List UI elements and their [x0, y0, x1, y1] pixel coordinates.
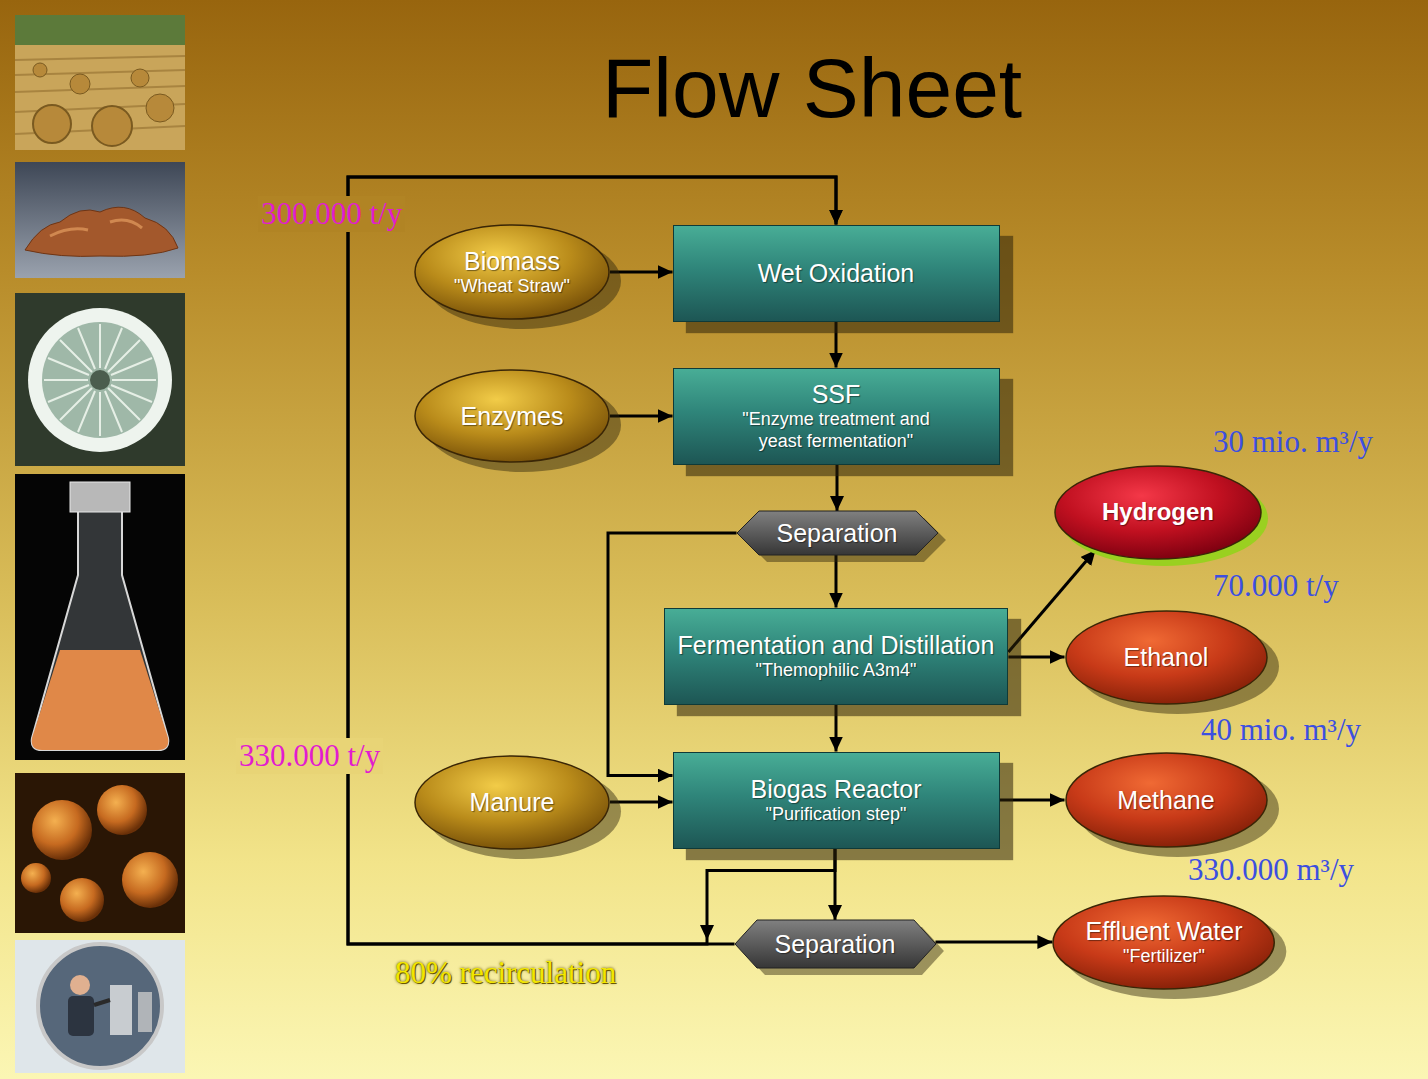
ellipse-fill	[1066, 611, 1267, 704]
flow-arrow	[835, 322, 838, 368]
node-label: Effluent Water	[1085, 916, 1242, 946]
flow-arrow	[834, 555, 837, 608]
process-box: Wet Oxidation	[673, 225, 1000, 322]
process-box: SSF"Enzyme treatment and yeast fermentat…	[673, 368, 1000, 465]
node-label: Separation	[777, 518, 898, 548]
node-subtitle: "Wheat Straw"	[454, 276, 570, 298]
flow-arrow	[834, 705, 837, 752]
node-content: Effluent Water"Fertilizer"	[1085, 916, 1242, 968]
fuel-station-photo	[15, 940, 185, 1073]
ellipse-fill	[415, 756, 609, 849]
process-box: Biogas Reactor"Purification step"	[673, 752, 1000, 849]
node-subtitle: "Themophilic A3m4"	[756, 660, 917, 682]
flow-rate: 330.000 m³/y	[1185, 852, 1357, 888]
product-ellipse: Methane	[1065, 752, 1268, 848]
node-label: Biogas Reactor	[751, 774, 922, 804]
flow-rate: 330.000 t/y	[236, 738, 383, 774]
flow-arrow	[935, 941, 1052, 944]
node-content: Separation	[775, 929, 896, 959]
node-content: Enzymes	[461, 401, 564, 431]
ellipse-fill	[1066, 753, 1267, 847]
flow-arrow	[836, 465, 839, 512]
node-content: SSF"Enzyme treatment and yeast fermentat…	[719, 379, 954, 452]
node-content: Fermentation and Distillation"Themophili…	[678, 630, 995, 682]
node-label: Wet Oxidation	[758, 258, 915, 288]
hexagon-fill	[735, 920, 936, 968]
node-content: Biomass"Wheat Straw"	[454, 246, 570, 298]
ellipse-fill	[1055, 466, 1261, 559]
node-content: Ethanol	[1124, 642, 1209, 672]
node-content: Manure	[470, 787, 555, 817]
node-content: Biogas Reactor"Purification step"	[751, 774, 922, 826]
node-label: SSF	[812, 379, 861, 409]
node-label: Manure	[470, 787, 555, 817]
slide-title: Flow Sheet	[602, 42, 1022, 134]
node-label: Fermentation and Distillation	[678, 630, 995, 660]
node-subtitle: "Purification step"	[766, 804, 907, 826]
node-label: Ethanol	[1124, 642, 1209, 672]
ellipse-fill	[1053, 896, 1274, 989]
product-ellipse: Ethanol	[1065, 610, 1268, 705]
flow-rate: 40 mio. m³/y	[1198, 712, 1364, 748]
flow-arrow	[1000, 799, 1065, 802]
node-content: Methane	[1117, 785, 1214, 815]
node-label: Methane	[1117, 785, 1214, 815]
flask-photo	[15, 474, 185, 760]
node-content: Separation	[777, 518, 898, 548]
node-label: Separation	[775, 929, 896, 959]
input-ellipse: Enzymes	[414, 369, 610, 463]
separation-hexagon: Separation	[735, 920, 936, 968]
fungus-culture-photo	[15, 293, 185, 466]
product-ellipse: Hydrogen	[1054, 465, 1262, 560]
separation-hexagon: Separation	[737, 511, 938, 555]
node-subtitle: "Fertilizer"	[1123, 946, 1205, 968]
node-content: Wet Oxidation	[758, 258, 915, 288]
biomass-pile-photo	[15, 162, 185, 278]
straw-field-photo	[15, 15, 185, 150]
yeast-cells-photo	[15, 773, 185, 933]
flow-rate: 300.000 t/y	[258, 196, 405, 232]
hexagon-fill	[737, 511, 938, 555]
product-ellipse: Effluent Water"Fertilizer"	[1052, 895, 1275, 990]
ellipse-fill	[415, 370, 609, 462]
input-ellipse: Manure	[414, 755, 610, 850]
node-label: Enzymes	[461, 401, 564, 431]
node-label: Biomass	[464, 246, 560, 276]
process-box: Fermentation and Distillation"Themophili…	[664, 608, 1009, 705]
input-ellipse: Biomass"Wheat Straw"	[414, 224, 610, 320]
node-subtitle: "Enzyme treatment and yeast fermentation…	[719, 409, 954, 452]
node-content: Hydrogen	[1102, 498, 1214, 527]
flow-arrow	[1008, 656, 1064, 659]
node-label: Hydrogen	[1102, 498, 1214, 527]
ellipse-fill	[415, 225, 609, 319]
flow-rate: 30 mio. m³/y	[1210, 424, 1376, 460]
flow-rate: 70.000 t/y	[1210, 568, 1342, 604]
recirculation-note: 80% recirculation	[392, 955, 619, 991]
